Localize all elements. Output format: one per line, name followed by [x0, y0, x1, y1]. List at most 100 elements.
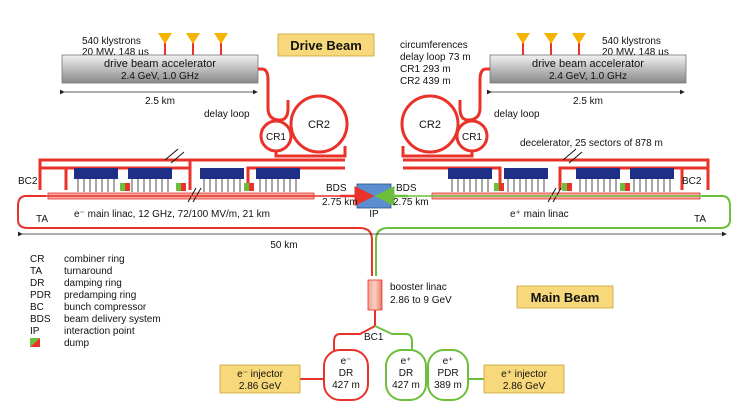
e-plus-dr-name: DR — [399, 368, 413, 379]
e-plus-dr-length: 427 m — [392, 380, 420, 391]
right-cr2-ring — [400, 94, 460, 154]
right-cr2-label: CR2 — [419, 119, 441, 131]
e-minus-dr-length: 427 m — [332, 380, 360, 391]
e-minus-injector-energy: 2.86 GeV — [239, 381, 282, 392]
e-minus-dr-name: DR — [339, 368, 353, 379]
legend-dump-icon — [30, 338, 40, 347]
left-dumps — [120, 183, 254, 191]
e-plus-dr-particle: e⁺ — [401, 356, 412, 367]
left-cr1-label: CR1 — [266, 132, 286, 143]
booster-energy: 2.86 to 9 GeV — [390, 295, 452, 306]
ip-label: IP — [369, 209, 379, 220]
legend-abbr: CR — [30, 254, 44, 265]
left-accelerator-label: drive beam accelerator — [104, 58, 216, 70]
right-klystron-power: 20 MW, 148 µs — [602, 47, 669, 58]
legend-desc: interaction point — [64, 326, 135, 337]
left-power-arrows — [77, 179, 297, 192]
bc1-label: BC1 — [364, 332, 384, 343]
right-power-arrows — [451, 179, 671, 192]
left-linac-label: e⁻ main linac, 12 GHz, 72/100 MV/m, 21 k… — [74, 209, 270, 220]
linac-cut-marks — [187, 187, 562, 203]
e-plus-predamping-ring — [427, 349, 469, 401]
left-accelerator-spec: 2.4 GeV, 1.0 GHz — [121, 71, 199, 82]
decelerator-label: decelerator, 25 sectors of 878 m — [520, 138, 663, 149]
right-linac-label: e⁺ main linac — [510, 209, 569, 220]
booster-label: booster linac — [390, 282, 447, 293]
legend-desc: damping ring — [64, 278, 122, 289]
legend-desc: predamping ring — [64, 290, 136, 301]
left-klystron-power: 20 MW, 148 µs — [82, 47, 149, 58]
legend-abbr: PDR — [30, 290, 51, 301]
right-drive-beam-distribution — [403, 158, 710, 190]
right-cut-marks — [562, 148, 583, 164]
drive-beam-title: Drive Beam — [290, 38, 362, 53]
bc1-red-branch — [333, 325, 376, 350]
legend-abbr: DR — [30, 278, 44, 289]
right-bc2-label: BC2 — [682, 176, 702, 187]
e-minus-damping-ring — [323, 349, 369, 401]
right-ring-connector — [401, 146, 474, 158]
left-ta-label: TA — [36, 214, 48, 225]
legend-desc: combiner ring — [64, 254, 125, 265]
legend-desc: bunch compressor — [64, 302, 147, 313]
right-ta-label: TA — [694, 214, 706, 225]
right-delay-loop-label: delay loop — [494, 109, 540, 120]
circumferences-title: circumferences — [400, 40, 468, 51]
drive-beam-title-box — [277, 33, 375, 57]
circumference-delay-loop: delay loop 73 m — [400, 52, 471, 63]
right-length-label: 2.5 km — [573, 96, 603, 107]
right-klystron-antennas — [516, 33, 586, 55]
e-plus-injector-label: e⁺ injector — [501, 369, 548, 380]
booster-linac — [367, 279, 383, 311]
right-pets-modules — [448, 168, 674, 179]
e-minus-injector-box — [219, 364, 301, 394]
main-beam-title-box — [516, 285, 614, 309]
total-length-label: 50 km — [270, 240, 297, 251]
e-minus-dr-particle: e⁻ — [341, 356, 352, 367]
right-dumps — [494, 183, 630, 191]
circumference-cr2: CR2 439 m — [400, 76, 451, 87]
circumference-cr1: CR1 293 m — [400, 64, 451, 75]
left-bc2-label: BC2 — [18, 176, 38, 187]
legend-desc: beam delivery system — [64, 314, 161, 325]
left-bds-length: 2.75 km — [322, 197, 358, 208]
e-plus-injector-box — [483, 364, 565, 394]
e-plus-pdr-length: 389 m — [434, 380, 462, 391]
right-bds-length: 2.75 km — [393, 197, 429, 208]
right-bds-label: BDS — [396, 183, 417, 194]
left-ring-connector — [274, 146, 347, 158]
left-bds-label: BDS — [326, 183, 347, 194]
legend-abbr: BC — [30, 302, 44, 313]
left-klystron-count: 540 klystrons — [82, 36, 141, 47]
e-plus-damping-ring — [385, 349, 427, 401]
left-delay-loop — [258, 67, 290, 122]
legend: CR combiner ring TA turnaround DR dampin… — [30, 254, 161, 349]
e-minus-injector-label: e⁻ injector — [237, 369, 284, 380]
left-klystron-antennas — [158, 33, 228, 55]
e-plus-injector-energy: 2.86 GeV — [503, 381, 546, 392]
left-cr2-ring — [289, 94, 349, 154]
legend-abbr: IP — [30, 326, 40, 337]
right-accelerator-label: drive beam accelerator — [532, 58, 644, 70]
e-plus-pdr-name: PDR — [437, 368, 458, 379]
main-beam-title: Main Beam — [531, 290, 600, 305]
left-cr2-label: CR2 — [308, 119, 330, 131]
legend-desc: dump — [64, 338, 89, 349]
legend-abbr: TA — [30, 266, 42, 277]
e-plus-pdr-particle: e⁺ — [443, 356, 454, 367]
legend-abbr: BDS — [30, 314, 51, 325]
left-turnaround — [17, 195, 373, 276]
legend-desc: turnaround — [64, 266, 112, 277]
left-pets-modules — [74, 168, 300, 179]
right-drive-beam-accelerator — [489, 54, 687, 84]
right-klystron-count: 540 klystrons — [602, 36, 661, 47]
right-cr1-label: CR1 — [462, 132, 482, 143]
right-accelerator-spec: 2.4 GeV, 1.0 GHz — [549, 71, 627, 82]
left-delay-loop-label: delay loop — [204, 109, 250, 120]
right-turnaround — [375, 195, 731, 276]
left-length-label: 2.5 km — [145, 96, 175, 107]
bc1-green-branch — [374, 325, 413, 350]
right-delay-loop — [458, 67, 490, 122]
left-cut-marks — [164, 148, 185, 164]
